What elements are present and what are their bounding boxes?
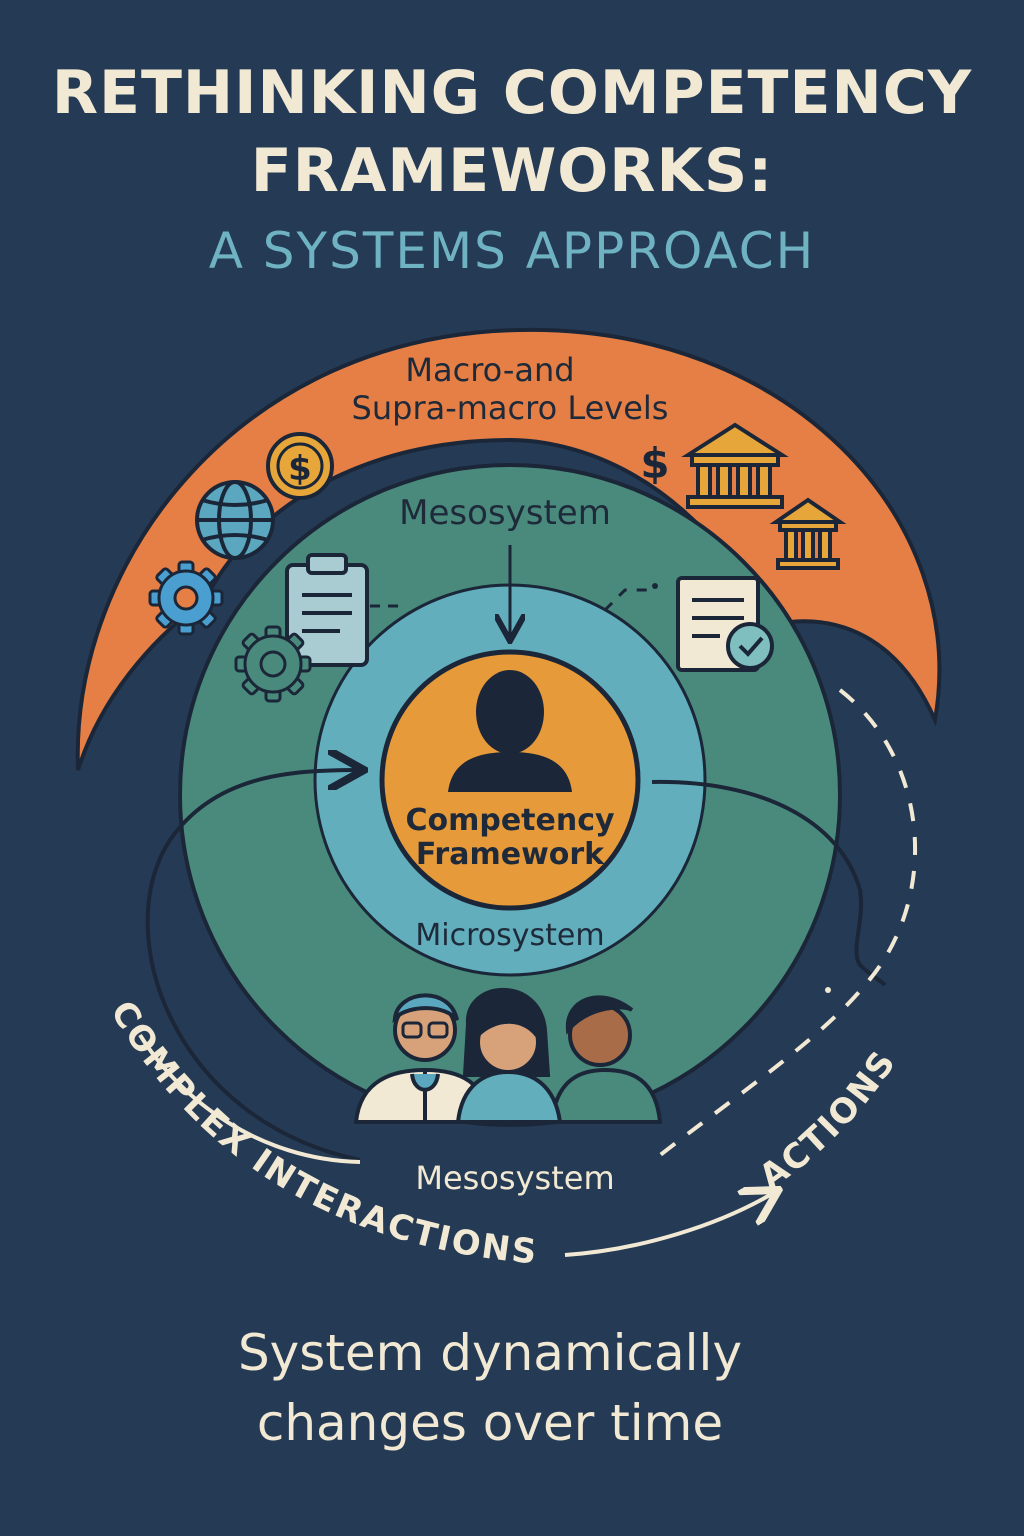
footer-caption: System dynamically changes over time [140,1318,840,1458]
center-label-1: Competency [405,803,615,838]
footer-line-1: System dynamically [140,1318,840,1388]
macro-label-1: Macro-and [405,351,574,389]
gear-icon [150,562,222,634]
footer-line-2: changes over time [140,1388,840,1458]
center-label-2: Framework [416,837,605,872]
actions-arrow [565,1192,775,1255]
microsystem-label: Microsystem [415,918,604,953]
dynamic-dot [825,987,831,993]
mesosystem-top-label: Mesosystem [399,493,611,533]
macro-label-2: Supra-macro Levels [352,389,669,427]
dollar-sign-icon: $ [640,439,669,488]
coin-dollar-sign: $ [288,449,312,489]
gear-outline-icon [236,627,310,701]
coin-icon: $ [268,434,332,498]
mesosystem-bottom-label: Mesosystem [415,1159,614,1197]
globe-icon [197,482,273,558]
